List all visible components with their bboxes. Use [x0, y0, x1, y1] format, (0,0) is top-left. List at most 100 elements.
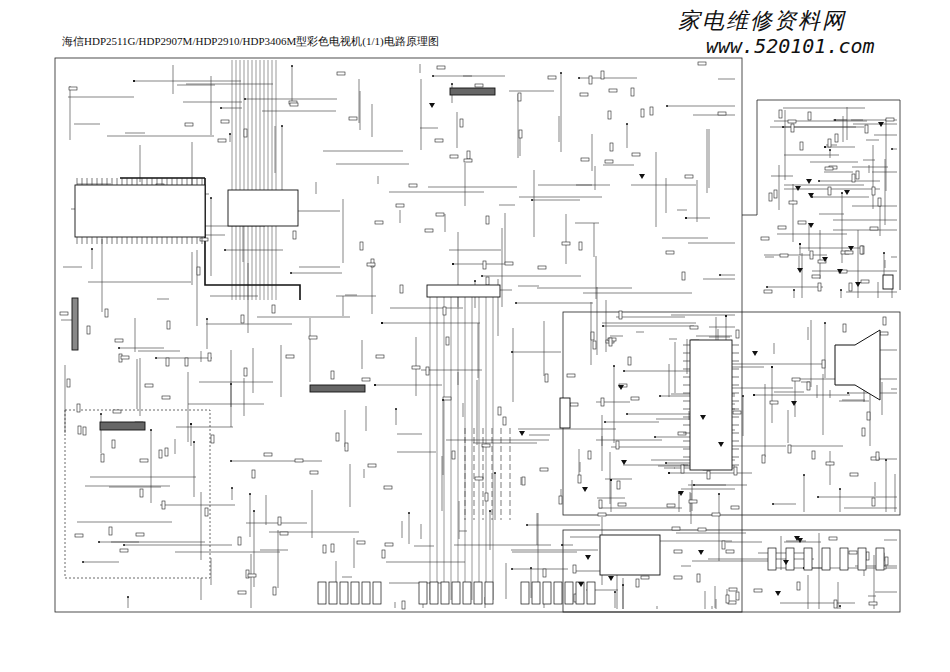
resistor-symbol: [310, 471, 318, 474]
resistor-symbol: [402, 601, 405, 609]
resistor-symbol: [707, 471, 710, 479]
wire: [709, 327, 735, 328]
wire: [819, 214, 844, 215]
resistor-symbol: [872, 187, 875, 195]
resistor-symbol: [598, 513, 606, 516]
wire: [788, 410, 789, 443]
resistor-symbol: [548, 76, 556, 79]
ic-pin: [177, 178, 178, 185]
resistor-symbol: [69, 87, 77, 90]
resistor-array: [465, 428, 466, 520]
resistor-symbol: [522, 477, 525, 485]
wire: [420, 128, 438, 129]
junction-dot: [803, 474, 805, 476]
wire: [246, 523, 307, 524]
resistor-symbol: [788, 120, 796, 123]
wire: [583, 293, 692, 294]
wire: [211, 198, 212, 276]
wire: [847, 107, 848, 140]
ic-pin: [157, 178, 158, 185]
wire: [157, 299, 169, 300]
resistor-symbol: [636, 579, 639, 587]
resistor-symbol: [609, 89, 617, 92]
bus-wire: [272, 60, 273, 300]
wire: [784, 542, 821, 543]
resistor-symbol: [589, 76, 592, 84]
resistor-symbol: [443, 397, 451, 400]
junction-dot: [665, 462, 667, 464]
ic-package: [600, 535, 660, 575]
junction-dot: [395, 408, 397, 410]
resistor-symbol: [870, 227, 878, 230]
wire: [627, 124, 628, 148]
junction-dot: [155, 357, 157, 359]
ic-pin: [182, 237, 183, 244]
ic-pin: [683, 417, 690, 418]
resistor-symbol: [800, 142, 803, 150]
wire: [605, 422, 659, 423]
wire: [844, 508, 897, 509]
resistor-symbol: [136, 533, 144, 536]
ic-pin: [683, 401, 690, 402]
resistor-symbol: [698, 528, 706, 531]
junction-dot: [725, 315, 727, 317]
wire: [868, 596, 876, 597]
wire: [443, 400, 444, 475]
resistor-symbol: [674, 576, 682, 579]
wire: [830, 150, 831, 158]
ic-pin: [132, 178, 133, 185]
ic-pin: [172, 237, 173, 244]
wire: [275, 126, 276, 173]
junction-dot: [668, 472, 670, 474]
wire: [774, 343, 775, 354]
resistor-symbol: [861, 246, 864, 254]
junction-dot: [408, 512, 410, 514]
wire: [316, 182, 317, 194]
ic-pin: [177, 237, 178, 244]
resistor-symbol: [503, 417, 506, 425]
wire: [873, 145, 874, 209]
resistor-symbol: [798, 221, 806, 224]
resistor-symbol: [860, 246, 863, 254]
diode-symbol: [608, 576, 614, 581]
resistor-symbol: [145, 384, 153, 387]
wire: [610, 336, 623, 337]
resistor-symbol: [764, 290, 772, 293]
wire: [810, 162, 858, 163]
wire: [716, 317, 717, 341]
ic-pin: [122, 178, 123, 185]
bus-wire: [240, 60, 241, 300]
wire: [771, 176, 793, 177]
wire: [291, 273, 342, 274]
wire: [579, 78, 637, 79]
wire: [197, 250, 198, 326]
resistor-symbol: [883, 317, 886, 325]
wire: [135, 318, 136, 352]
resistor-symbol: [331, 544, 334, 552]
wire: [65, 365, 66, 433]
resistor-symbol: [165, 448, 168, 456]
wire: [818, 497, 897, 498]
wire: [518, 94, 519, 158]
resistor-symbol: [167, 321, 170, 329]
diode-symbol: [837, 269, 843, 274]
wire: [397, 434, 422, 435]
resistor-symbol: [828, 139, 831, 147]
junction-dot: [771, 366, 773, 368]
resistor-symbol: [101, 454, 104, 462]
junction-dot: [719, 274, 721, 276]
wire: [707, 129, 708, 193]
resistor-symbol: [722, 541, 725, 549]
resistor-symbol: [754, 589, 762, 592]
junction-dot: [742, 395, 744, 397]
resistor-symbol: [733, 411, 741, 414]
wire: [892, 149, 897, 150]
resistor-symbol: [426, 367, 429, 375]
wire: [506, 563, 507, 599]
wire: [206, 324, 292, 325]
wire: [666, 463, 690, 464]
resistor-symbol: [761, 237, 769, 240]
resistor-symbol: [309, 336, 317, 339]
wire: [395, 602, 396, 608]
ic-pin: [117, 237, 118, 244]
